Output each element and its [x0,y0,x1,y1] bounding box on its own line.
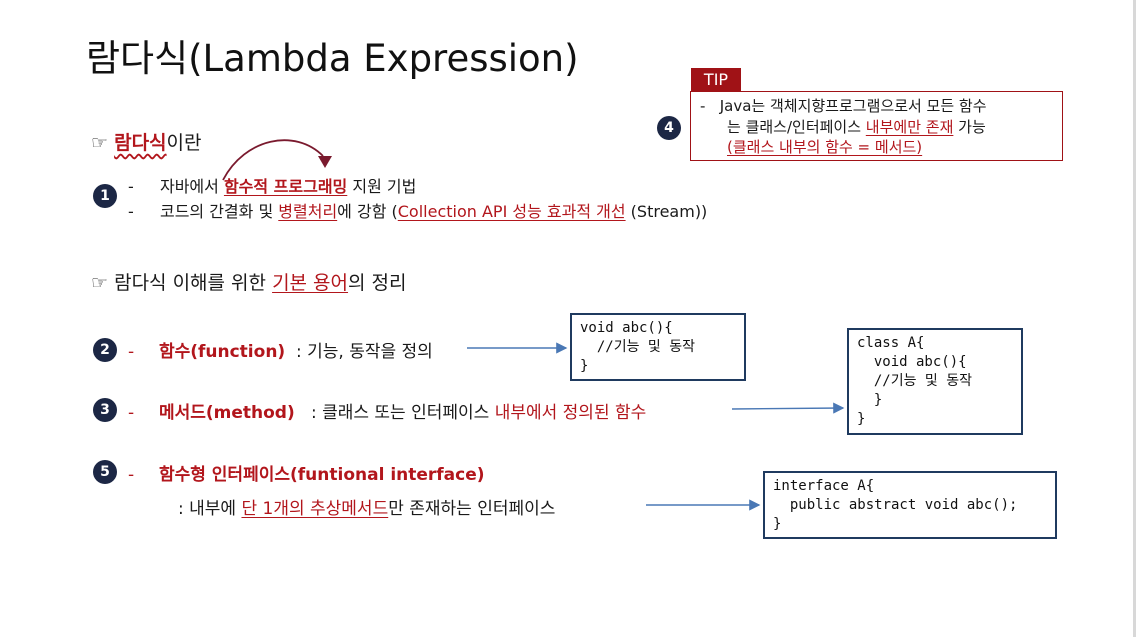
window-edge [1133,0,1136,637]
section2-pre: 람다식 이해를 위한 [114,272,273,294]
curved-arrow-annotation [222,139,332,181]
lambda-highlight: 람다식 [114,132,167,154]
tip-dash: - [700,97,706,115]
bullet1-pre: 자바에서 [159,177,224,196]
single-abstract-method-highlight: 단 1개의 추상메서드 [241,499,389,519]
tip-line2-post: 가능 [953,118,986,136]
tip-line-2: 는 클래스/인터페이스 내부에만 존재 가능 [727,116,986,137]
bullet1-post: 지원 기법 [347,177,417,196]
tip-line-3: (클래스 내부의 함수 = 메서드) [727,138,923,156]
term-function: - 함수(function) : 기능, 동작을 정의 [128,337,433,362]
functional-interface-label: 함수형 인터페이스(funtional interface) [158,465,485,485]
term-dash: - [128,403,135,423]
method-desc-highlight: 내부에서 정의된 함수 [494,403,647,423]
fi-desc-post: 만 존재하는 인터페이스 [388,499,556,519]
term-method: - 메서드(method) : 클래스 또는 인터페이스 내부에서 정의된 함수 [128,398,646,423]
bullet2-pre: 코드의 간결화 및 [159,202,279,221]
parallel-processing-highlight: 병렬처리 [278,202,338,221]
tip-label: TIP [691,68,741,91]
code-box-interface: interface A{ public abstract void abc();… [763,471,1057,539]
function-desc: : 기능, 동작을 정의 [296,342,433,362]
functional-programming-highlight: 함수적 프로그래밍 [223,177,348,196]
bullet-dash: - [128,177,134,196]
functional-interface-desc: : 내부에 단 1개의 추상메서드만 존재하는 인터페이스 [178,494,555,519]
method-label: 메서드(method) [158,403,295,423]
section-heading-lambda: ☞ 람다식이란 [91,128,202,155]
pointing-hand-icon: ☞ [91,272,109,294]
tip-line1-text: Java는 객체지향프로그램으로서 모든 함수 [719,97,987,115]
method-desc-pre: : 클래스 또는 인터페이스 [310,403,495,423]
badge-1: 1 [93,184,117,208]
pointing-hand-icon: ☞ [91,132,109,154]
term-dash: - [128,465,135,485]
bullet-parallel-processing: - 코드의 간결화 및 병렬처리에 강함 (Collection API 성능 … [128,198,707,222]
tip-line2-pre: 는 클래스/인터페이스 [727,118,866,136]
bullet-dash: - [128,202,134,221]
term-dash: - [128,342,135,362]
section-heading-terms: ☞ 람다식 이해를 위한 기본 용어의 정리 [91,268,407,295]
bullet2-post: (Stream)) [625,202,708,221]
arrow-method-to-code [731,402,845,414]
bullet-functional-programming: - 자바에서 함수적 프로그래밍 지원 기법 [128,173,416,197]
tip-line-1: - Java는 객체지향프로그램으로서 모든 함수 [700,95,987,116]
badge-3: 3 [93,398,117,422]
function-label: 함수(function) [158,342,286,362]
badge-2: 2 [93,338,117,362]
collection-api-highlight: Collection API 성능 효과적 개선 [397,202,626,221]
badge-5: 5 [93,460,117,484]
page-title: 람다식(Lambda Expression) [86,37,579,80]
tip-box [690,91,1063,161]
fi-desc-pre: : 내부에 [178,499,242,519]
code-box-class: class A{ void abc(){ //기능 및 동작 } } [847,328,1023,435]
term-functional-interface: - 함수형 인터페이스(funtional interface) [128,460,485,485]
section2-post: 의 정리 [348,272,407,294]
bullet2-mid: 에 강함 ( [337,202,398,221]
section-heading-suffix: 이란 [166,132,202,154]
badge-4: 4 [657,116,681,140]
tip-highlight-inside-only: 내부에만 존재 [865,118,954,136]
basic-terms-highlight: 기본 용어 [272,272,349,294]
code-box-function: void abc(){ //기능 및 동작 } [570,313,746,381]
